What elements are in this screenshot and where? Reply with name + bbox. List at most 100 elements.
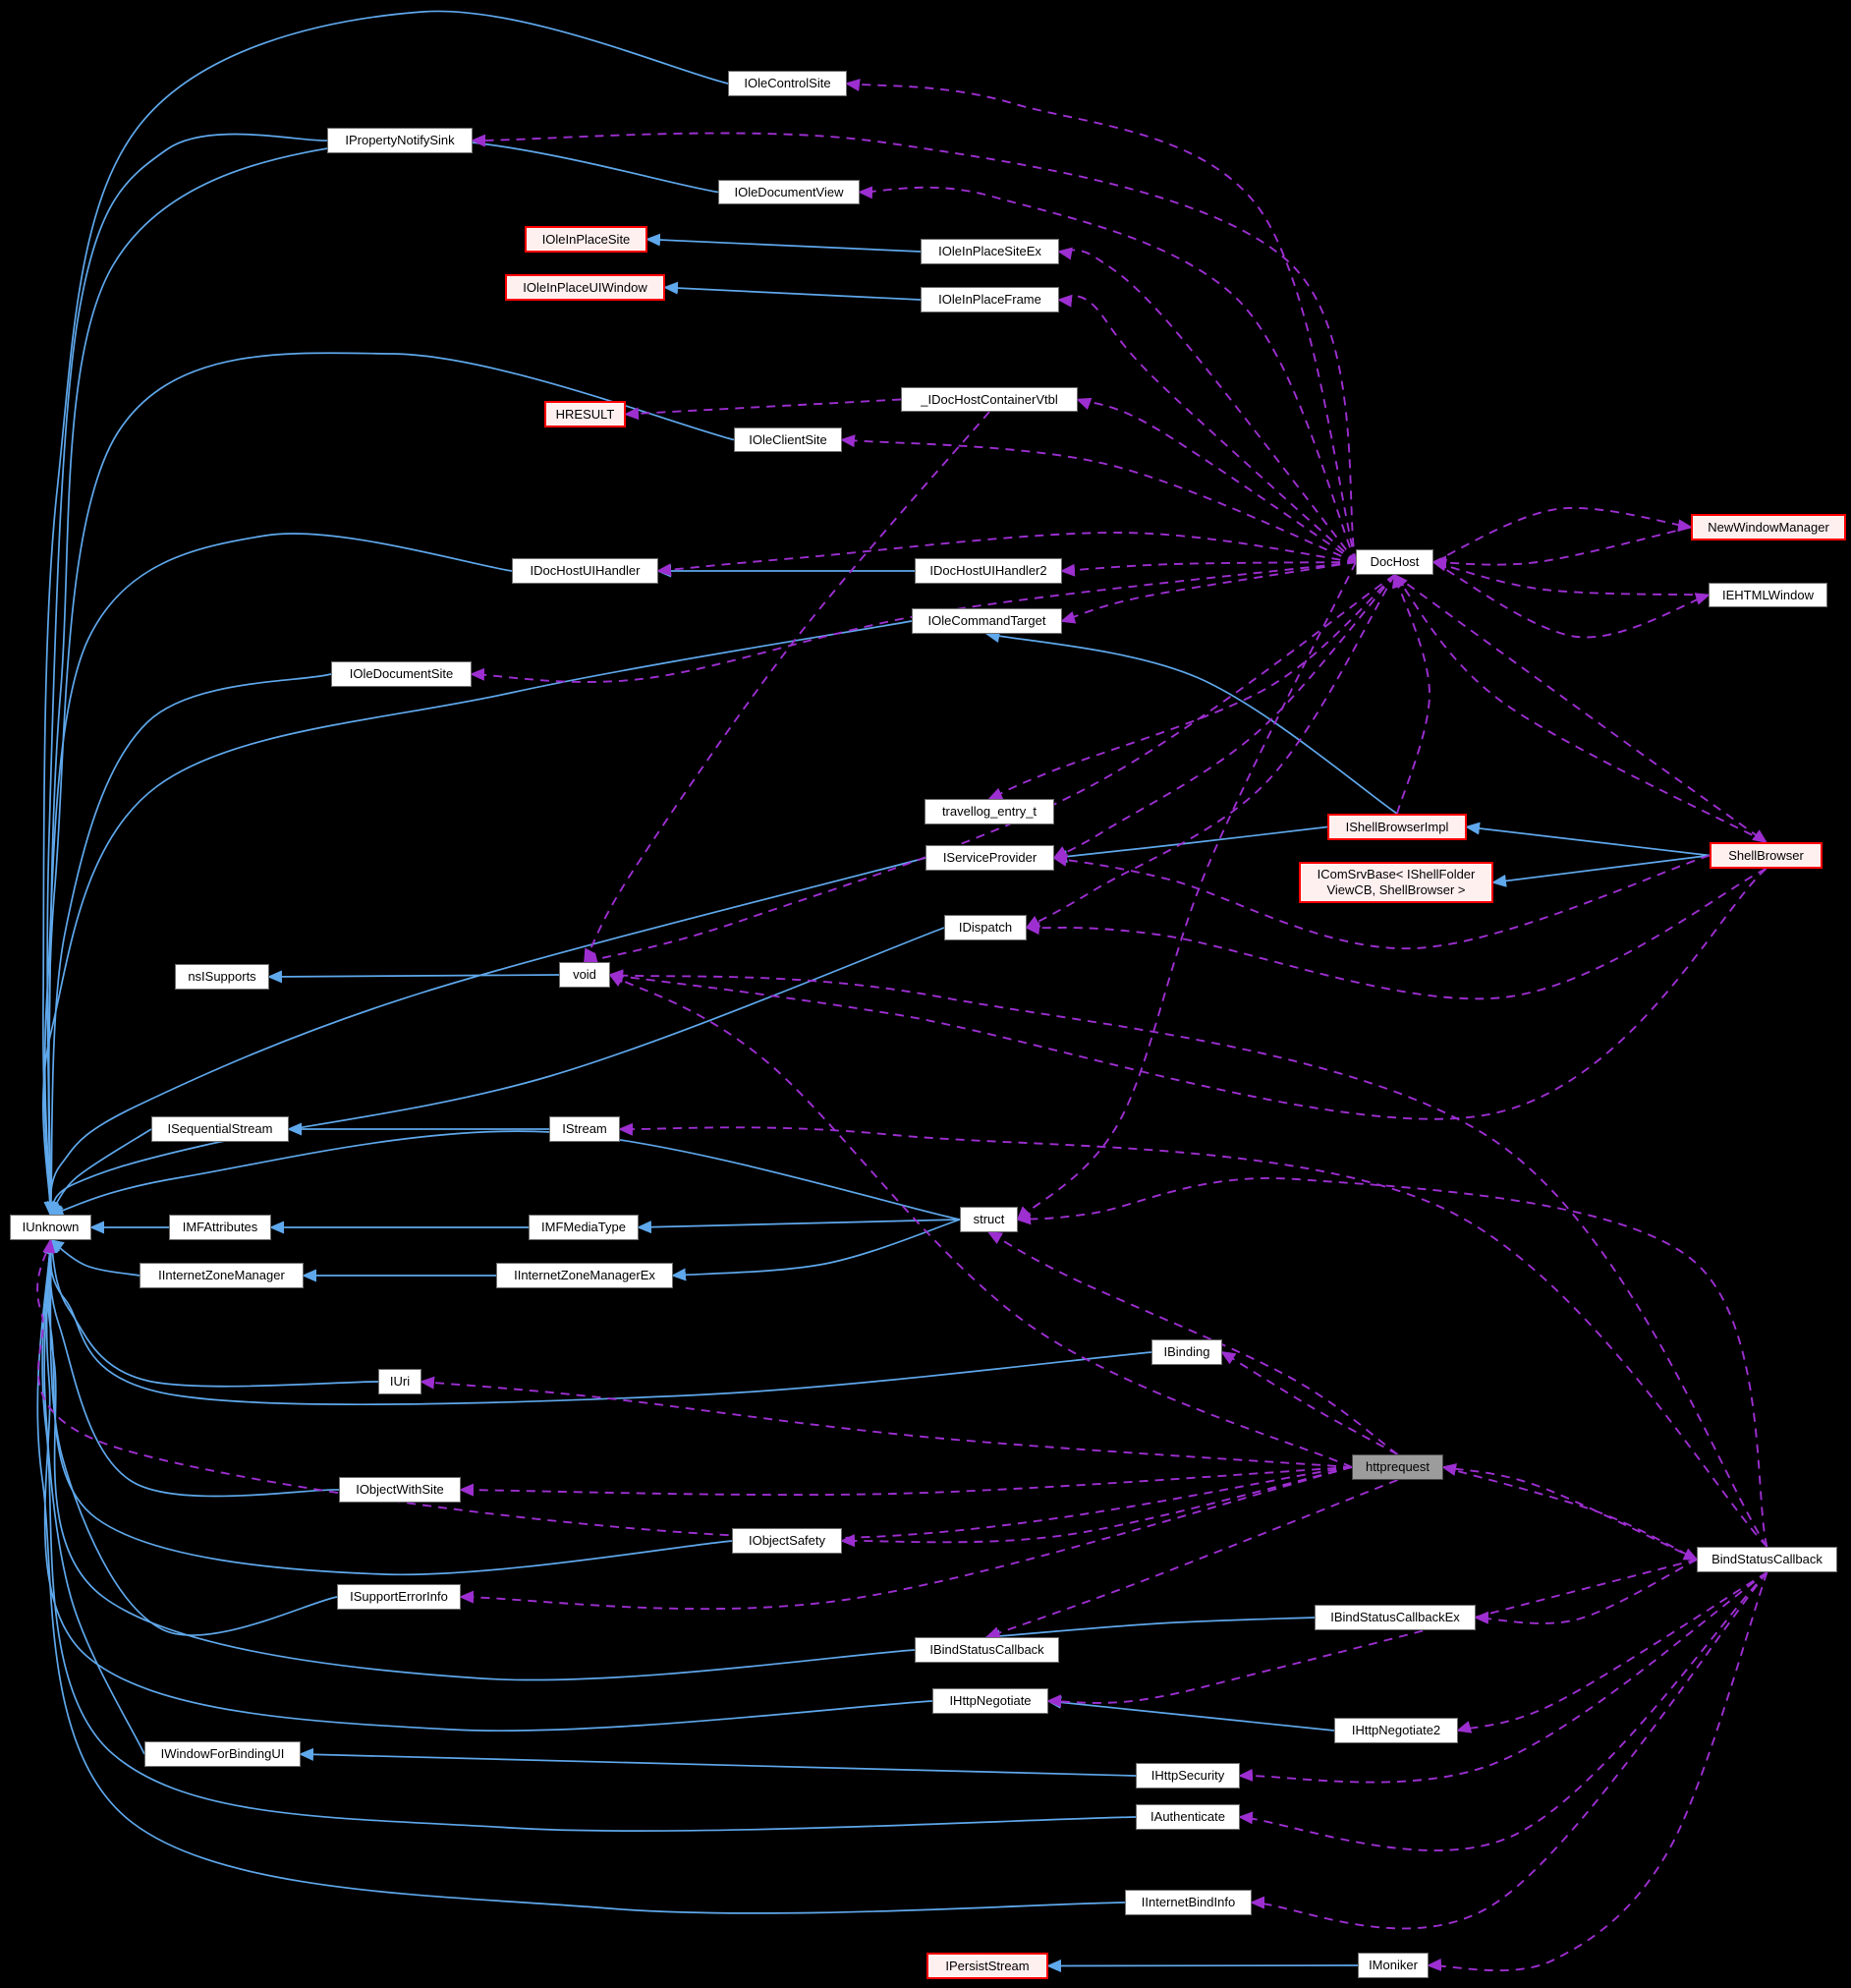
edge-httprequest-to-iobjectwithsite (459, 1466, 1353, 1497)
edge-httprequest-to-bindstatuscallback (1442, 1466, 1699, 1561)
edge-dochost-to-ipropertynotifysink (471, 132, 1357, 563)
edge-dochost-to-olecontrolsite (845, 79, 1357, 563)
node-ioledocumentview[interactable]: IOleDocumentView (718, 180, 860, 204)
node-ihttpnegotiate[interactable]: IHttpNegotiate (932, 1688, 1048, 1714)
node-iuri[interactable]: IUri (378, 1369, 421, 1394)
node-ihttpnegotiate2[interactable]: IHttpNegotiate2 (1334, 1718, 1458, 1743)
edges-group (36, 10, 1768, 1972)
node-ihttpsecurity[interactable]: IHttpSecurity (1136, 1763, 1240, 1789)
edge-dochost-to-ioledocumentview (858, 186, 1357, 563)
node-iwindowforbindingui[interactable]: IWindowForBindingUI (144, 1741, 301, 1767)
node-ishellbrowserimpl[interactable]: IShellBrowserImpl (1327, 814, 1467, 840)
edge-ishellbrowserimpl-to-dochost (1391, 573, 1430, 815)
edge-newwindowmanager-to-dochost (1431, 526, 1692, 569)
edge-dochost-to-newwindowmanager (1432, 507, 1693, 563)
edge-shellbrowser-to-icomsrvbase (1491, 854, 1711, 887)
node-ioleinplacesite[interactable]: IOleInPlaceSite (525, 226, 647, 253)
node-ioleclientsite[interactable]: IOleClientSite (734, 427, 842, 452)
edge-bindstatuscallback-to-istream (618, 1122, 1768, 1548)
edge-imoniker-to-ipersiststream (1046, 1959, 1359, 1972)
node-shellbrowser[interactable]: ShellBrowser (1710, 842, 1823, 869)
node-ioleinplaceuiwindow[interactable]: IOleInPlaceUIWindow (505, 274, 665, 301)
node-iolecommandtarget[interactable]: IOleCommandTarget (912, 608, 1062, 634)
node-idochostuihandler[interactable]: IDocHostUIHandler (512, 558, 658, 584)
edge-dochost-to-idochostuihandler (656, 532, 1357, 577)
edge-iinternetzonemanager-to-iunknown (48, 1238, 140, 1277)
node-ibindstatuscallback[interactable]: IBindStatusCallback (915, 1637, 1059, 1663)
edge-bindstatuscallback-to-httprequest (1441, 1463, 1698, 1561)
edge-struct-to-imfmediatype (637, 1219, 961, 1234)
node-bindstatuscallback[interactable]: BindStatusCallback (1697, 1547, 1837, 1572)
edge-ibinding-to-iunknown (47, 1238, 1152, 1406)
edge-iserviceprovider-to-iunknown (46, 857, 926, 1217)
node-travellog[interactable]: travellog_entry_t (925, 799, 1054, 824)
node-ibinding[interactable]: IBinding (1151, 1339, 1222, 1365)
node-istream[interactable]: IStream (549, 1116, 620, 1142)
edge-ioledocumentsite-to-iunknown (44, 673, 332, 1217)
edge-dochost-to-travellog (987, 574, 1396, 800)
node-isequentialstream[interactable]: ISequentialStream (151, 1116, 289, 1142)
node-iunknown[interactable]: IUnknown (10, 1215, 91, 1240)
node-ipersiststream[interactable]: IPersistStream (926, 1953, 1048, 1979)
edge-httprequest-to-ibinding (1220, 1350, 1398, 1455)
node-ioleinplaceframe[interactable]: IOleInPlaceFrame (921, 287, 1059, 312)
node-ioleinplacesiteex[interactable]: IOleInPlaceSiteEx (921, 239, 1059, 264)
edge-dochost-to-idispatch (1025, 574, 1396, 929)
node-ibindstatuscallbackex[interactable]: IBindStatusCallbackEx (1315, 1605, 1476, 1630)
node-ioledocumentsite[interactable]: IOleDocumentSite (331, 661, 472, 687)
edge-bindstatuscallback-to-imoniker (1427, 1571, 1768, 1972)
edge-iehtmlwindow-to-dochost (1431, 558, 1710, 596)
node-iinternetbindinfo[interactable]: IInternetBindInfo (1125, 1890, 1252, 1915)
node-httprequest[interactable]: httprequest (1352, 1454, 1443, 1480)
edge-bindstatuscallback-to-ihttpnegotiate (1046, 1559, 1698, 1708)
node-dochost[interactable]: DocHost (1356, 549, 1433, 575)
edge-struct-to-iinternetzonemanagerex (671, 1219, 961, 1281)
edge-struct-to-iunknown (48, 1130, 961, 1221)
edge-dochost-to-idochostcontainervtbl (1076, 397, 1357, 563)
node-struct[interactable]: struct (960, 1207, 1018, 1232)
edge-iuri-to-iunknown (47, 1238, 379, 1388)
node-void[interactable]: void (559, 962, 610, 988)
edge-shellbrowser-to-dochost (1393, 573, 1767, 843)
node-icomsrvbase[interactable]: IComSrvBase< IShellFolder ViewCB, ShellB… (1299, 862, 1493, 903)
edge-dochost-to-ioleclientsite (840, 434, 1357, 563)
node-iserviceprovider[interactable]: IServiceProvider (926, 845, 1054, 871)
edge-dochost-to-shellbrowser (1393, 574, 1768, 844)
edge-httprequest-to-iuri (420, 1376, 1353, 1468)
node-iobjectwithsite[interactable]: IObjectWithSite (339, 1477, 461, 1503)
edge-bindstatuscallback-to-ibindstatuscallbackex (1474, 1559, 1698, 1624)
edge-bindstatuscallback-to-struct (1016, 1177, 1768, 1548)
node-idochostcontainervtbl[interactable]: _IDocHostContainerVtbl (901, 387, 1078, 412)
node-idispatch[interactable]: IDispatch (944, 915, 1027, 940)
node-idochostuihandler2[interactable]: IDocHostUIHandler2 (915, 558, 1062, 584)
edge-shellbrowser-to-iserviceprovider (1052, 854, 1711, 950)
edge-ihttpnegotiate2-to-ihttpnegotiate (1046, 1695, 1335, 1732)
node-imfattributes[interactable]: IMFAttributes (169, 1215, 271, 1240)
edge-dochost-to-iserviceprovider (1052, 574, 1396, 859)
node-hresult[interactable]: HRESULT (544, 401, 626, 427)
node-nsisupports[interactable]: nsISupports (175, 964, 269, 990)
node-olecontrolsite[interactable]: IOleControlSite (728, 71, 847, 96)
edge-idochostcontainervtbl-to-void (584, 411, 990, 964)
edge-dochost-to-void (583, 574, 1396, 965)
edge-httprequest-to-iobjectsafety (840, 1466, 1353, 1548)
node-iehtmlwindow[interactable]: IEHTMLWindow (1709, 583, 1827, 607)
edge-ipropertynotifysink-to-iunknown (43, 133, 328, 1217)
node-imoniker[interactable]: IMoniker (1358, 1953, 1429, 1978)
node-ipropertynotifysink[interactable]: IPropertyNotifySink (327, 128, 473, 153)
node-newwindowmanager[interactable]: NewWindowManager (1691, 514, 1846, 540)
node-iobjectsafety[interactable]: IObjectSafety (732, 1528, 842, 1554)
node-imfmediatype[interactable]: IMFMediaType (529, 1215, 639, 1240)
node-iauthenticate[interactable]: IAuthenticate (1136, 1804, 1240, 1830)
edge-bindstatuscallback-to-ihttpnegotiate2 (1456, 1571, 1767, 1733)
node-iinternetzonemanager[interactable]: IInternetZoneManager (140, 1263, 304, 1288)
node-isupporterrorinfo[interactable]: ISupportErrorInfo (337, 1584, 461, 1610)
edge-dochost-to-iehtmlwindow (1432, 561, 1711, 639)
edge-shellbrowser-to-void (608, 868, 1767, 1120)
edge-dochost-to-ioleinplacesiteex (1057, 247, 1357, 563)
node-iinternetzonemanagerex[interactable]: IInternetZoneManagerEx (496, 1263, 673, 1288)
edge-iobjectsafety-to-iunknown (44, 1238, 733, 1576)
edge-shellbrowser-to-ishellbrowserimpl (1465, 822, 1711, 857)
